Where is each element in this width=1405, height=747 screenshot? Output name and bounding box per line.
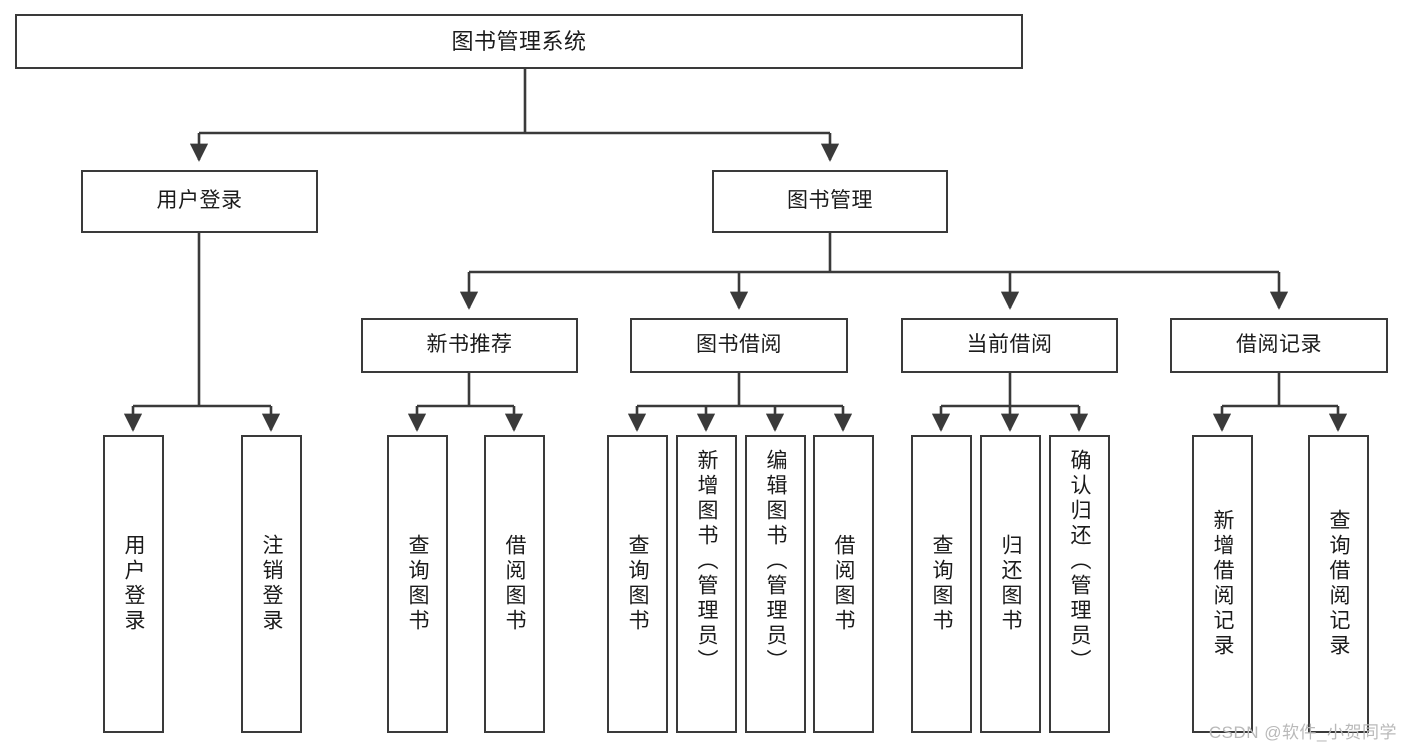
leaf-user-login-label: 用户登录 [122, 534, 145, 634]
leaf-return-book-label: 归还图书 [999, 534, 1022, 634]
node-user-login[interactable]: 用户登录 [81, 170, 318, 233]
leaf-add-book-label: 新增图书（管理员） [695, 449, 718, 674]
leaf-query-book-2-label: 查询图书 [626, 534, 649, 634]
leaf-logout-label: 注销登录 [260, 534, 283, 634]
leaf-user-login[interactable]: 用户登录 [103, 435, 164, 733]
node-book-management-label: 图书管理 [787, 189, 873, 213]
leaf-add-record-label: 新增借阅记录 [1211, 509, 1234, 659]
node-root-label: 图书管理系统 [451, 28, 587, 54]
leaf-query-record[interactable]: 查询借阅记录 [1308, 435, 1369, 733]
leaf-return-book[interactable]: 归还图书 [980, 435, 1041, 733]
leaf-add-book[interactable]: 新增图书（管理员） [676, 435, 737, 733]
leaf-query-book-1-label: 查询图书 [406, 534, 429, 634]
node-borrow-record-label: 借阅记录 [1236, 333, 1322, 357]
leaf-borrow-book-1[interactable]: 借阅图书 [484, 435, 545, 733]
leaf-query-book-3-label: 查询图书 [930, 534, 953, 634]
leaf-query-book-1[interactable]: 查询图书 [387, 435, 448, 733]
leaf-borrow-book-2-label: 借阅图书 [832, 534, 855, 634]
node-book-management[interactable]: 图书管理 [712, 170, 948, 233]
node-root[interactable]: 图书管理系统 [15, 14, 1023, 69]
leaf-borrow-book-2[interactable]: 借阅图书 [813, 435, 874, 733]
node-new-book-recommend-label: 新书推荐 [426, 333, 513, 357]
leaf-borrow-book-1-label: 借阅图书 [503, 534, 526, 634]
node-current-borrow-label: 当前借阅 [966, 333, 1053, 357]
leaf-confirm-return-label: 确认归还（管理员） [1068, 449, 1091, 674]
watermark: CSDN @软件_小贺同学 [1208, 723, 1397, 742]
node-borrow-record[interactable]: 借阅记录 [1170, 318, 1388, 373]
leaf-query-book-3[interactable]: 查询图书 [911, 435, 972, 733]
node-book-borrow[interactable]: 图书借阅 [630, 318, 848, 373]
leaf-query-record-label: 查询借阅记录 [1327, 509, 1350, 659]
leaf-logout[interactable]: 注销登录 [241, 435, 302, 733]
node-new-book-recommend[interactable]: 新书推荐 [361, 318, 578, 373]
leaf-add-record[interactable]: 新增借阅记录 [1192, 435, 1253, 733]
node-current-borrow[interactable]: 当前借阅 [901, 318, 1118, 373]
leaf-edit-book-label: 编辑图书（管理员） [764, 449, 787, 674]
leaf-edit-book[interactable]: 编辑图书（管理员） [745, 435, 806, 733]
node-user-login-label: 用户登录 [156, 189, 243, 213]
leaf-confirm-return[interactable]: 确认归还（管理员） [1049, 435, 1110, 733]
node-book-borrow-label: 图书借阅 [696, 333, 782, 357]
leaf-query-book-2[interactable]: 查询图书 [607, 435, 668, 733]
